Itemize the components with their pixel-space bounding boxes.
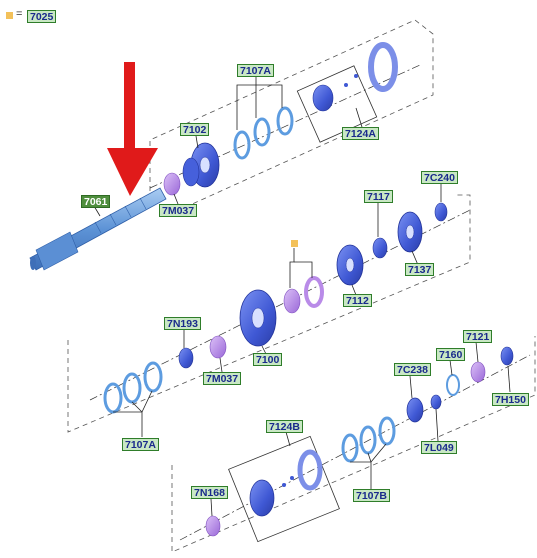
label-7H150[interactable]: 7H150 (492, 393, 529, 406)
leader-lines (93, 77, 511, 517)
gear-7102 (182, 142, 220, 188)
ring-7160 (446, 374, 460, 396)
label-7061[interactable]: 7061 (81, 195, 111, 208)
label-7107A-top[interactable]: 7107A (237, 64, 274, 77)
red-arrow (107, 62, 158, 196)
box-7124B (228, 435, 340, 543)
bushing-7117 (372, 237, 388, 259)
label-7N168[interactable]: 7N168 (191, 486, 228, 499)
shaft-7061 (29, 187, 167, 271)
synchro-7124B (249, 449, 323, 517)
label-7C240[interactable]: 7C240 (421, 171, 458, 184)
label-7M037-mid[interactable]: 7M037 (203, 372, 242, 385)
synchro-7124A (312, 42, 398, 112)
label-7124A[interactable]: 7124A (342, 127, 379, 140)
label-7160[interactable]: 7160 (436, 348, 466, 361)
label-7100[interactable]: 7100 (253, 353, 283, 366)
label-7112[interactable]: 7112 (343, 294, 372, 307)
part-7025-marker-icon (291, 240, 298, 247)
gear-7C238 (406, 397, 424, 423)
purple-bushing-7M037-top (163, 172, 181, 196)
label-7102[interactable]: 7102 (180, 123, 210, 136)
label-7C238[interactable]: 7C238 (394, 363, 431, 376)
gear-7100 (239, 289, 277, 347)
label-7L049[interactable]: 7L049 (421, 441, 457, 454)
purple-bushing-7N168 (205, 515, 221, 537)
gear-7112 (336, 244, 364, 286)
bushing-7N193 (178, 347, 194, 369)
legend-part-label: 7025 (27, 10, 57, 23)
gear-7137 (397, 211, 423, 253)
legend-marker-icon (6, 12, 13, 19)
label-7124B[interactable]: 7124B (266, 420, 303, 433)
label-7121[interactable]: 7121 (463, 330, 493, 343)
label-7N193[interactable]: 7N193 (164, 317, 201, 330)
label-7117[interactable]: 7117 (364, 190, 393, 203)
washer-7L049 (430, 394, 442, 410)
legend-equals: = (16, 8, 23, 20)
label-7107A-bottom[interactable]: 7107A (122, 438, 159, 451)
label-7M037-top[interactable]: 7M037 (159, 204, 198, 217)
purple-bushing-7121 (470, 361, 486, 383)
purple-bushing-7M037-mid (209, 335, 227, 359)
nut-7H150 (500, 346, 514, 366)
rings-7107A-top (233, 106, 294, 160)
bushing-7C240 (434, 202, 448, 222)
label-7107B[interactable]: 7107B (353, 489, 390, 502)
label-7137[interactable]: 7137 (405, 263, 435, 276)
rings-purple-7025 (283, 276, 324, 314)
